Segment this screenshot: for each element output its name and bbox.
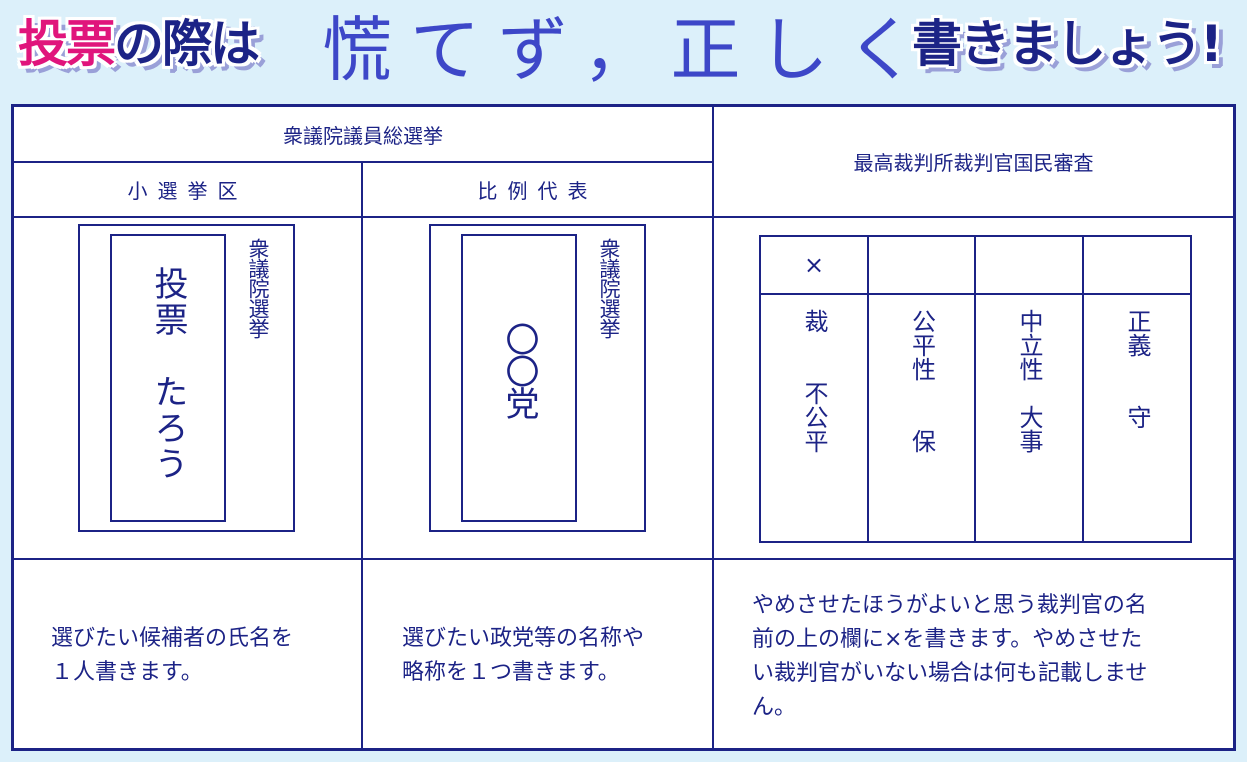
divider-h2 [14, 216, 1233, 218]
party-name: 〇〇党 [499, 322, 539, 418]
proportional-instruction: 選びたい政党等の名称や 略称を１つ書きます。 [402, 622, 644, 690]
instruction-line: １人書きます。 [51, 660, 203, 685]
single-seat-ballot-sample: 投票 たろう 衆議院選挙 [78, 224, 295, 532]
single-seat-instruction: 選びたい候補者の氏名を １人書きます。 [51, 622, 293, 690]
judge-name: 中立性 大事 [1015, 309, 1043, 453]
judges-review-sample: × 裁 不公平 公平性 保 中立性 大事 正義 守 [759, 235, 1192, 543]
judge-mark-box[interactable] [869, 237, 974, 295]
judge-name: 公平性 保 [907, 309, 936, 453]
instruction-line: 略称を１つ書きます。 [402, 660, 620, 685]
proportional-header: 比例代表 [477, 179, 598, 203]
headline-part1: 投票の際は [18, 14, 260, 74]
judge-name: 正義 守 [1123, 309, 1151, 429]
divider-v2 [712, 107, 714, 748]
instruction-line: 選びたい政党等の名称や [402, 626, 645, 651]
headline-calmly-correctly: 慌てず，正しく [322, 9, 935, 91]
judge-mark-box[interactable] [976, 237, 1082, 295]
instruction-line: ん。 [752, 695, 797, 720]
candidate-name-box: 投票 たろう [110, 234, 226, 522]
judge-column: 正義 守 [1084, 237, 1190, 541]
divider-h3 [14, 558, 1233, 560]
candidate-name: 投票 たろう [148, 266, 188, 482]
proportional-ballot-label: 衆議院選挙 [597, 238, 621, 338]
instruction-line: い裁判官がいない場合は何も記載しませ [752, 661, 1148, 686]
judicial-review-header: 最高裁判所裁判官国民審査 [853, 151, 1094, 175]
instruction-line: 選びたい候補者の氏名を [51, 626, 294, 651]
house-election-header: 衆議院議員総選挙 [283, 123, 443, 148]
judge-mark-box[interactable]: × [761, 237, 867, 295]
headline-vote-text: 投票 [18, 15, 116, 73]
single-seat-ballot-label: 衆議院選挙 [246, 238, 270, 338]
headline-when-text: の際は [114, 15, 260, 73]
headline: 投票の際は 慌てず，正しく 書きましょう! [0, 0, 1247, 100]
ballot-guide-table: 衆議院議員総選挙 小選挙区 比例代表 最高裁判所裁判官国民審査 投票 たろう 衆… [11, 104, 1236, 751]
single-seat-header: 小選挙区 [127, 179, 248, 203]
instruction-line: やめさせたほうがよいと思う裁判官の名 [752, 593, 1147, 618]
judge-column: × 裁 不公平 [761, 237, 869, 541]
judge-mark-box[interactable] [1084, 237, 1190, 295]
judge-column: 公平性 保 [869, 237, 976, 541]
proportional-ballot-sample: 〇〇党 衆議院選挙 [429, 224, 646, 532]
headline-lets-write: 書きましょう! [912, 15, 1223, 73]
divider-h1 [14, 161, 712, 163]
instruction-line: 前の上の欄に×を書きます。やめさせた [752, 627, 1143, 652]
divider-v1 [361, 161, 363, 748]
party-name-box: 〇〇党 [461, 234, 577, 522]
judge-column: 中立性 大事 [976, 237, 1084, 541]
judge-name: 裁 不公平 [800, 309, 828, 453]
judicial-review-instruction: やめさせたほうがよいと思う裁判官の名 前の上の欄に×を書きます。やめさせた い裁… [752, 589, 1147, 725]
